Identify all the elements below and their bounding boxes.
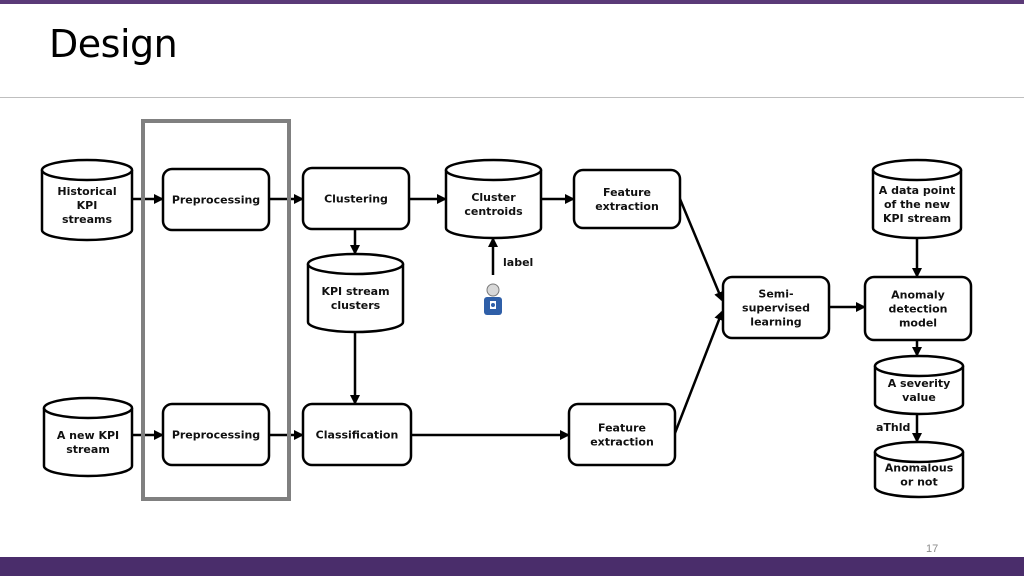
top-accent-bar: [0, 0, 1024, 4]
edge-feature-extraction-bottom-to-semi-supervised-learning: [673, 310, 724, 434]
node-label: A severity: [888, 377, 951, 390]
node-label: streams: [62, 213, 113, 226]
process-box-shape: [301, 402, 413, 467]
cylinder-body-shape: [42, 408, 134, 478]
node-label: A new KPI: [57, 429, 119, 442]
node-label: supervised: [742, 302, 810, 315]
node-label: learning: [750, 316, 801, 329]
cylinder-top-shape: [444, 158, 543, 182]
node-label: or not: [900, 476, 937, 489]
cylinder-body-shape: [873, 366, 965, 416]
node-label: Cluster: [471, 191, 516, 204]
node-label: A data point: [879, 184, 955, 197]
node-label: value: [902, 391, 936, 404]
cylinder-top-shape: [40, 158, 134, 182]
page-number: 17: [926, 543, 939, 555]
node-label: KPI: [77, 199, 98, 212]
node-label: KPI stream: [321, 285, 389, 298]
cylinder-body-shape: [871, 170, 963, 240]
node-label: model: [899, 317, 937, 330]
node-clustering: Clustering: [301, 166, 411, 231]
node-label: Feature: [603, 186, 651, 199]
operator-person-icon: [484, 283, 502, 315]
node-label: Preprocessing: [172, 429, 260, 442]
node-label: extraction: [595, 200, 659, 213]
process-box-shape: [721, 275, 831, 340]
cylinder-body-shape: [444, 170, 543, 240]
node-label: of the new: [884, 198, 950, 211]
cylinder-body-shape: [873, 452, 965, 499]
process-box-shape: [863, 275, 973, 342]
node-label: clusters: [331, 299, 381, 312]
cylinder-body-shape: [40, 170, 134, 242]
process-box-shape: [567, 402, 677, 467]
node-preprocessing-top: Preprocessing: [161, 167, 271, 232]
preprocessing-highlight-frame: [141, 119, 291, 501]
node-label: Preprocessing: [172, 194, 260, 207]
edge-feature-extraction-top-to-semi-supervised-learning: [678, 198, 724, 302]
node-label: stream: [66, 443, 110, 456]
cylinder-top-shape: [871, 158, 963, 182]
node-label: Classification: [316, 429, 399, 442]
node-preprocessing-bottom: Preprocessing: [161, 402, 271, 467]
node-label: detection: [889, 303, 948, 316]
cylinder-top-shape: [306, 252, 405, 276]
edge-label: label: [503, 256, 533, 269]
title-divider: [0, 97, 1024, 98]
node-label: Historical: [57, 185, 116, 198]
process-box-shape: [161, 167, 271, 232]
edge-label: aThld: [876, 421, 910, 434]
cylinder-top-shape: [873, 440, 965, 464]
process-box-shape: [301, 166, 411, 231]
cylinder-top-shape: [873, 354, 965, 378]
node-label: Clustering: [324, 193, 388, 206]
node-label: Anomaly: [891, 289, 945, 302]
cylinder-body-shape: [306, 264, 405, 334]
node-label: Anomalous: [885, 462, 954, 475]
node-classification: Classification: [301, 402, 413, 467]
process-box-shape: [572, 168, 682, 230]
node-label: Feature: [598, 422, 646, 435]
node-label: extraction: [590, 436, 654, 449]
slide-title: Design: [49, 22, 178, 66]
node-label: KPI stream: [883, 212, 951, 225]
node-label: Semi-: [758, 288, 793, 301]
cylinder-top-shape: [42, 396, 134, 420]
bottom-accent-bar: [0, 557, 1024, 576]
node-label: centroids: [464, 205, 523, 218]
process-box-shape: [161, 402, 271, 467]
